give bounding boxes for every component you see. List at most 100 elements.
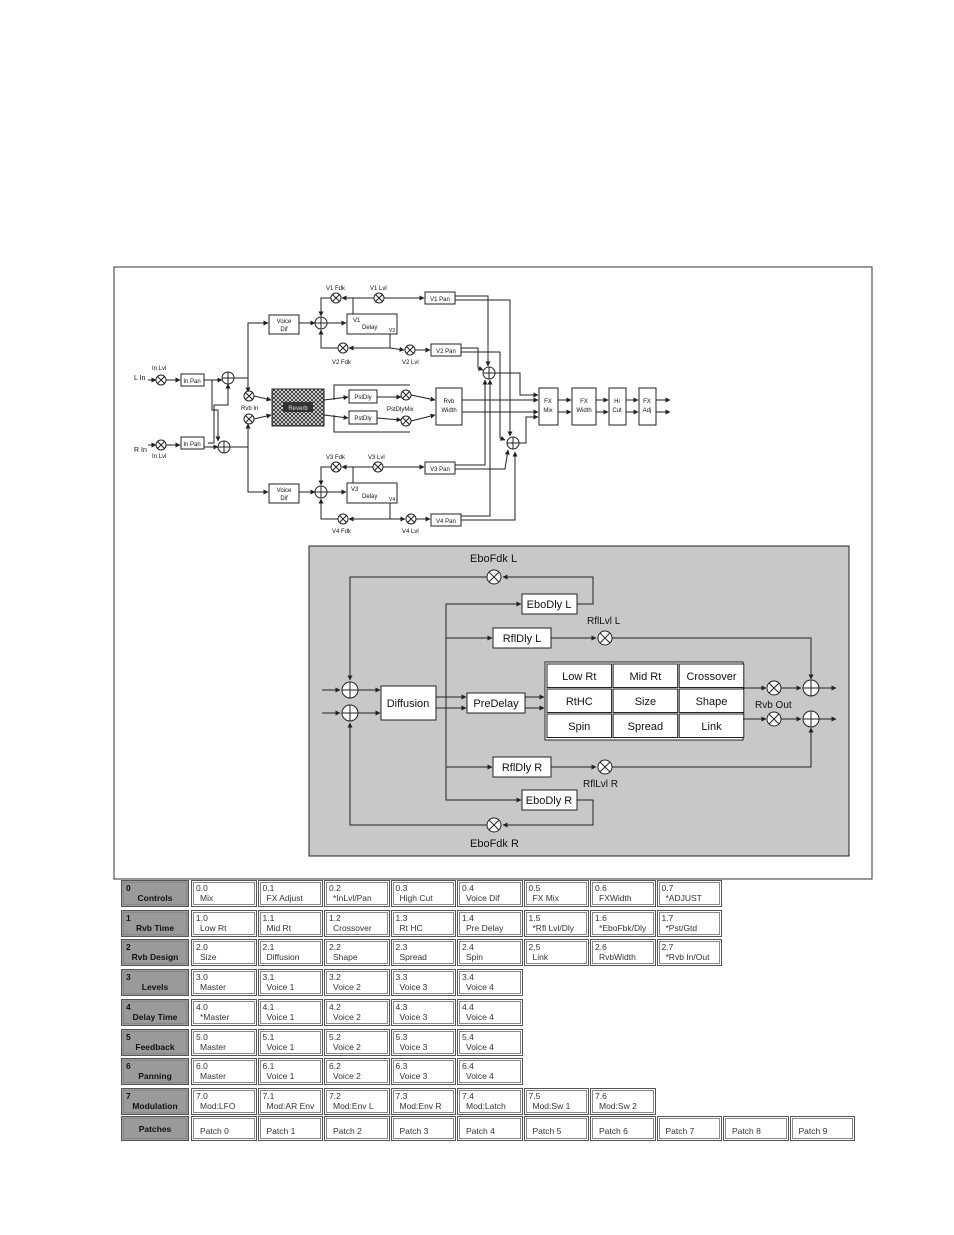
core-grid-cell <box>678 688 745 713</box>
parameter-name: *Rvb In/Out <box>665 952 710 963</box>
parameter-cell[interactable]: 1.5*Rfl Lvl/Dly <box>523 909 589 937</box>
core-grid-label: Spin <box>568 721 590 733</box>
parameter-name: Patch 9 <box>798 1126 828 1136</box>
v2-fdk-label: V2 Fdk <box>332 360 352 366</box>
diffusion-label: Diffusion <box>387 698 430 710</box>
row-number: 3 <box>126 972 131 983</box>
parameter-cell[interactable]: Patch 6 <box>590 1116 656 1141</box>
parameter-cell[interactable]: Patch 7 <box>656 1116 722 1141</box>
parameter-name: Voice 4 <box>466 1011 494 1022</box>
parameter-name: Voice 4 <box>466 982 494 993</box>
parameter-number: 4.3 <box>395 1001 408 1012</box>
parameter-cell[interactable]: Patch 9 <box>789 1116 855 1141</box>
core-grid-cell <box>678 713 745 738</box>
core-grid-cell <box>546 713 613 738</box>
parameter-cell[interactable]: 1.6*EboFbk/Dly <box>590 909 656 937</box>
fx-mix-2: Mix <box>543 408 552 414</box>
parameter-name: RvbWidth <box>599 952 636 963</box>
parameter-number: 6.0 <box>196 1061 208 1072</box>
parameter-name: Voice 1 <box>266 1041 295 1052</box>
parameter-number: 3.0 <box>196 972 208 983</box>
parameter-cell[interactable]: 0.2*InLvl/Pan <box>324 880 390 907</box>
parameter-name: Mid Rt <box>266 922 292 933</box>
parameter-number: 2.4 <box>462 942 474 953</box>
parameter-cell[interactable]: 0.7*ADJUST <box>656 880 722 907</box>
row-title: Rvb Design <box>131 952 179 963</box>
core-grid-label: Link <box>701 721 722 733</box>
parameter-cell[interactable]: Patch 4 <box>457 1116 523 1141</box>
in-lvl-r-label: In Lvl <box>152 454 166 460</box>
parameter-number: 2.5 <box>528 942 541 953</box>
parameter-number: 0.6 <box>595 883 607 893</box>
parameter-cell[interactable]: Patch 1 <box>257 1116 323 1141</box>
parameter-cell[interactable]: Patch 3 <box>390 1116 456 1141</box>
parameter-cell[interactable]: Patch 5 <box>523 1116 589 1141</box>
parameter-cell[interactable]: Patch 0 <box>191 1116 257 1141</box>
row-number: 5 <box>126 1031 131 1042</box>
parameter-name: Pre Delay <box>466 922 504 933</box>
parameter-cell[interactable]: Patch 8 <box>723 1116 789 1141</box>
parameter-name: Voice 4 <box>466 1071 494 1082</box>
parameter-cell[interactable]: 4.0*Master <box>191 998 257 1026</box>
parameter-number: 6.2 <box>329 1061 341 1072</box>
voice-dif-top-box <box>268 314 300 335</box>
parameter-cell[interactable]: Patch 2 <box>324 1116 390 1141</box>
parameter-cell[interactable]: 2.7*Rvb In/Out <box>656 939 722 967</box>
parameter-cell[interactable]: 1.7*Pst/Gtd <box>656 909 722 937</box>
table-row-header[interactable]: Patches <box>121 1116 189 1141</box>
core-grid-cell <box>546 663 613 688</box>
